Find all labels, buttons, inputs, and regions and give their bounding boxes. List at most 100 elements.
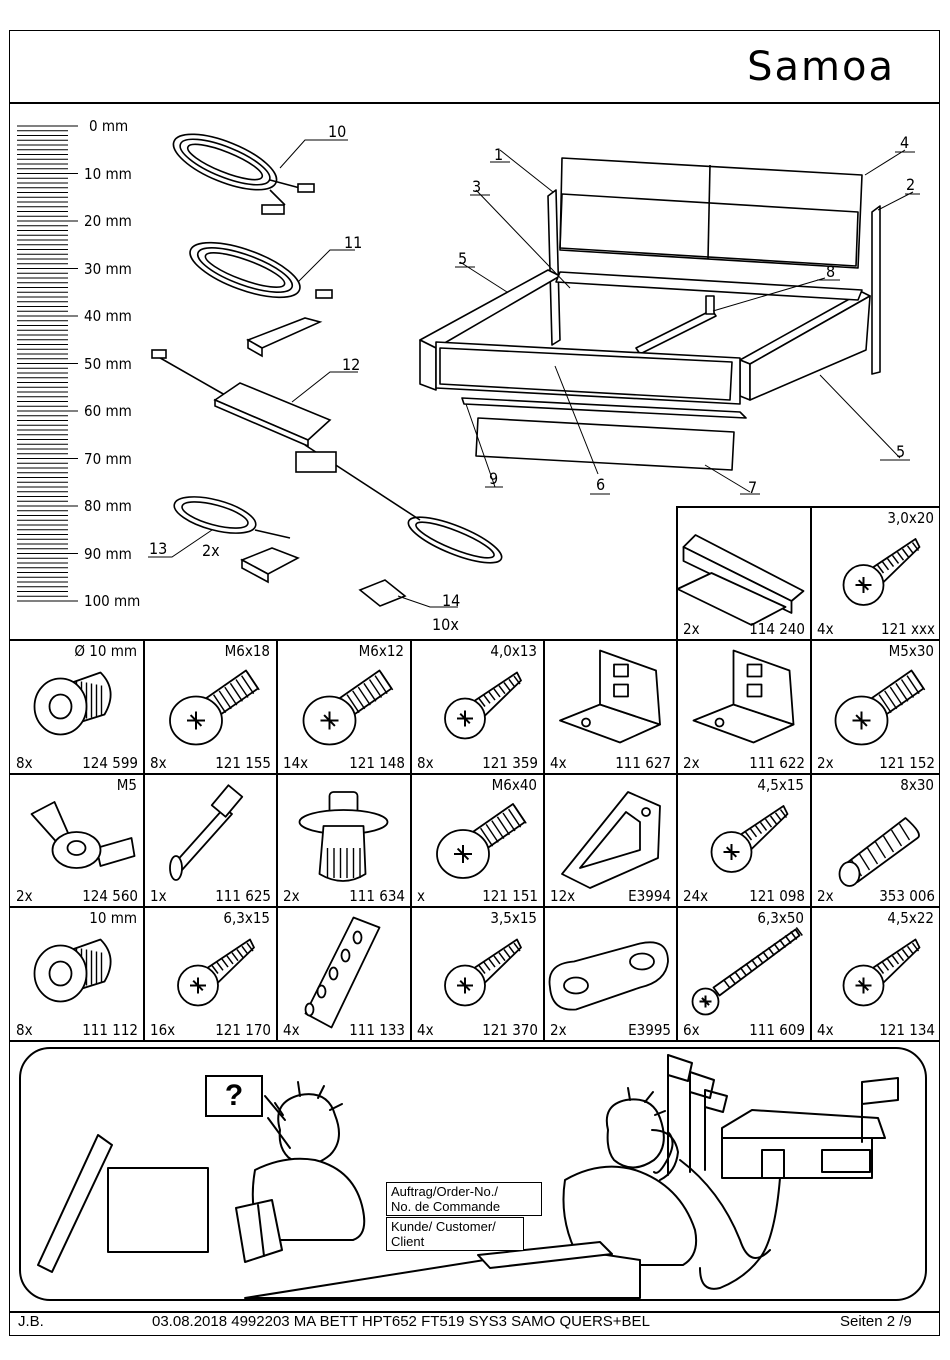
grid-line	[543, 639, 545, 1040]
callout-7: 7	[748, 478, 758, 497]
callout-2: 2	[906, 175, 916, 194]
part-code: 121 098	[749, 887, 805, 905]
part-spec: M5x30	[888, 642, 934, 660]
callout-11: 11	[344, 233, 363, 252]
screw-icon	[177, 938, 255, 1007]
part-quantity: 4x	[417, 1021, 434, 1039]
grid-line	[9, 1040, 940, 1042]
order-number-line-1: Auftrag/Order-No./	[391, 1184, 498, 1199]
part-cell: M6x12 14x 121 148	[277, 640, 410, 773]
screw-icon	[842, 938, 921, 1007]
part-quantity: x	[417, 887, 425, 905]
part-quantity: 1x	[150, 887, 167, 905]
screw-icon	[444, 671, 522, 740]
corner-bracket-icon	[559, 649, 661, 744]
footer-page-count: Seiten 2 /9	[840, 1313, 912, 1330]
block-connector-icon	[561, 791, 661, 889]
screw-icon	[710, 805, 789, 873]
page-title: Samoa	[747, 44, 895, 90]
part-code: 121 148	[349, 754, 405, 772]
part-code: E3995	[628, 1021, 671, 1039]
grid-line	[9, 773, 940, 775]
callout-4: 4	[900, 133, 910, 152]
ruler-label: 60 mm	[84, 402, 132, 420]
grid-line	[410, 639, 412, 1040]
customer-line-1: Kunde/ Customer/	[391, 1219, 496, 1234]
part-quantity: 24x	[683, 887, 709, 905]
part-quantity: 8x	[16, 1021, 33, 1039]
footer-document-info: 03.08.2018 4992203 MA BETT HPT652 FT519 …	[152, 1313, 650, 1330]
part-code: 111 622	[749, 754, 805, 772]
part-code: 353 006	[879, 887, 935, 905]
part-spec: 8x30	[900, 776, 934, 794]
header-divider	[9, 102, 940, 104]
grid-line	[676, 506, 678, 640]
ruler-label: 100 mm	[84, 592, 141, 610]
foot-glide-icon	[298, 791, 389, 882]
part-quantity: 2x	[683, 754, 700, 772]
part-spec: 3,5x15	[490, 909, 537, 927]
callout-14-qty: 10x	[432, 615, 459, 634]
grid-line	[676, 506, 940, 508]
grid-line	[143, 639, 145, 1040]
part-code: 111 133	[349, 1021, 405, 1039]
grid-line	[676, 639, 678, 1040]
page-frame	[9, 30, 940, 1336]
part-spec: 4,0x13	[490, 642, 537, 660]
ruler-label: 90 mm	[84, 544, 132, 563]
customer-line-2: Client	[391, 1234, 425, 1249]
part-spec: M5	[116, 776, 137, 794]
part-quantity: 2x	[683, 620, 700, 638]
part-code: 111 625	[215, 887, 271, 905]
ruler-label: 30 mm	[84, 259, 132, 278]
part-quantity: 4x	[817, 1021, 834, 1039]
part-quantity: 14x	[283, 754, 309, 772]
part-quantity: 2x	[16, 887, 33, 905]
grid-line	[810, 639, 812, 1040]
part-cell: 2x 111 622	[677, 640, 810, 773]
part-code: E3994	[628, 887, 671, 905]
grid-line	[276, 639, 278, 1040]
callout-6: 6	[596, 475, 606, 494]
ruler-label: 40 mm	[84, 307, 132, 325]
callout-14: 14	[442, 591, 461, 610]
bolt-icon	[169, 669, 260, 746]
part-quantity: 2x	[550, 1021, 567, 1039]
insert-nut-icon	[33, 938, 112, 1003]
part-quantity: 4x	[817, 620, 834, 638]
order-number-label: Auftrag/Order-No./ No. de Commande	[386, 1182, 542, 1216]
bolt-icon	[834, 669, 926, 746]
pin-icon	[169, 784, 244, 881]
callout-13-qty: 2x	[202, 541, 220, 560]
part-spec: Ø 10 mm	[74, 642, 137, 660]
part-quantity: 8x	[16, 754, 33, 772]
part-code: 111 634	[349, 887, 405, 905]
part-quantity: 2x	[283, 887, 300, 905]
question-mark-box: ?	[205, 1075, 263, 1117]
part-spec: M6x18	[224, 642, 270, 660]
part-spec: M6x12	[358, 642, 404, 660]
callout-8: 8	[826, 262, 836, 281]
long-screw-icon	[691, 927, 803, 1016]
callout-1: 1	[494, 145, 504, 164]
part-code: 124 560	[82, 887, 138, 905]
screw-icon	[444, 938, 522, 1007]
insert-nut-icon	[33, 671, 112, 736]
part-code: 111 112	[82, 1021, 138, 1039]
part-quantity: 8x	[417, 754, 434, 772]
grid-line	[810, 506, 812, 639]
